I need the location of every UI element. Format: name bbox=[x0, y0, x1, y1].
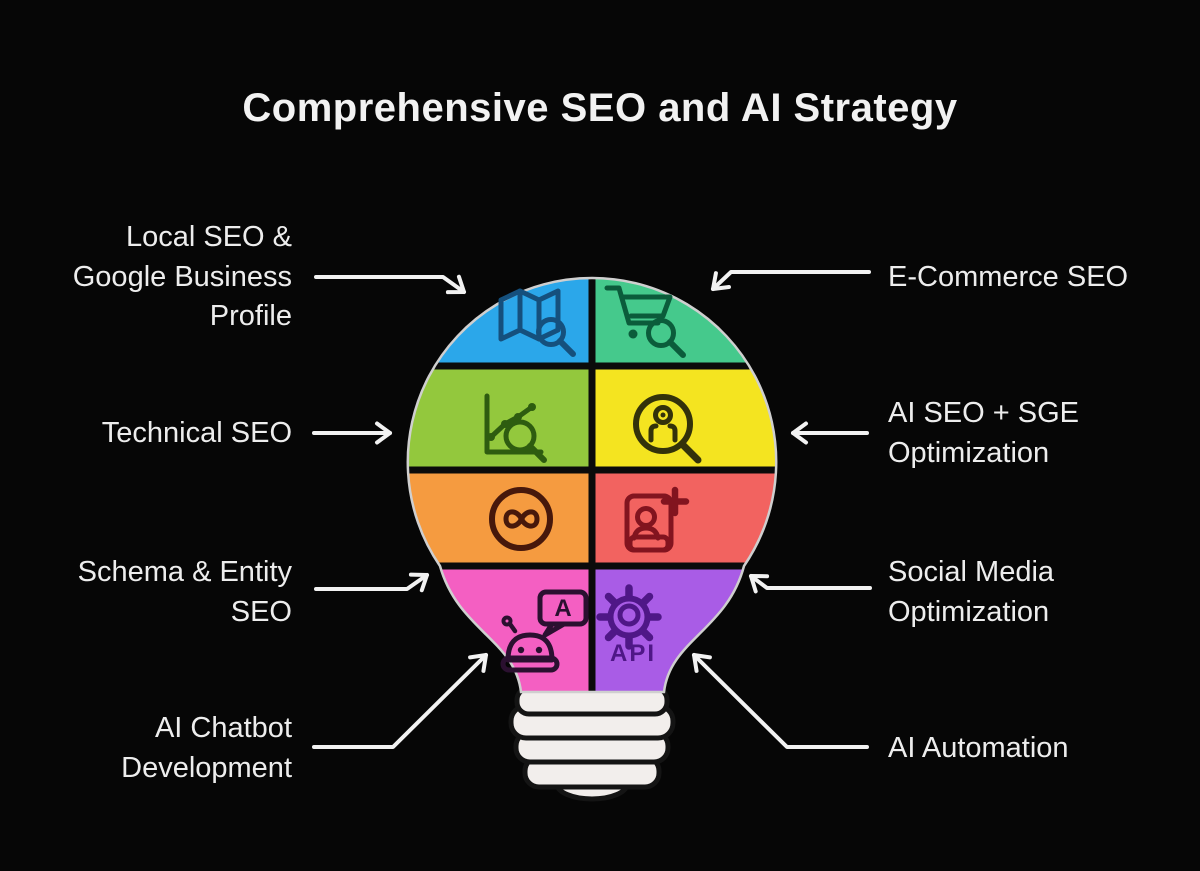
label-line: Technical SEO bbox=[101, 417, 292, 449]
api-label: API bbox=[610, 640, 656, 667]
label-line: Google Business bbox=[72, 260, 292, 293]
label-line: Schema & Entity bbox=[77, 556, 292, 588]
chatbot-icon: A bbox=[500, 589, 589, 673]
label-line: Development bbox=[121, 751, 292, 784]
robot-search-icon bbox=[633, 394, 702, 464]
bulb-outline bbox=[406, 276, 778, 694]
label-line: SEO bbox=[230, 595, 292, 628]
gear-api-icon: API bbox=[596, 584, 662, 667]
label-line: AI Chatbot bbox=[154, 712, 292, 744]
label-ecommerce-seo: E-Commerce SEO bbox=[888, 258, 1128, 298]
map-search-icon bbox=[498, 288, 576, 357]
bulb-base bbox=[508, 685, 676, 802]
label-line: AI Automation bbox=[888, 732, 1069, 764]
segment-ecommerce-seo bbox=[592, 277, 777, 366]
arrow-ai-automation bbox=[692, 653, 869, 749]
segment-dividers bbox=[407, 277, 777, 692]
label-social-media-optimization: Social Media Optimization bbox=[888, 553, 1054, 632]
chart-search-icon bbox=[484, 393, 547, 463]
label-line: Social Media bbox=[888, 556, 1055, 588]
label-technical-seo: Technical SEO bbox=[102, 414, 292, 454]
cart-search-icon bbox=[604, 285, 686, 358]
segment-social-media bbox=[592, 470, 777, 566]
arrow-schema-entity-seo bbox=[314, 572, 429, 593]
label-schema-entity-seo: Schema & Entity SEO bbox=[78, 553, 292, 632]
arrow-social-media bbox=[749, 574, 872, 594]
link-sync-icon bbox=[489, 487, 553, 551]
label-line: Optimization bbox=[888, 595, 1050, 628]
label-line: Local SEO & bbox=[125, 221, 292, 253]
label-line: E-Commerce SEO bbox=[888, 261, 1129, 293]
label-line: Optimization bbox=[888, 436, 1050, 469]
connector-arrows bbox=[312, 270, 872, 749]
label-line: Profile bbox=[209, 300, 292, 332]
add-contact-icon bbox=[624, 486, 690, 553]
arrow-ai-chatbot bbox=[312, 653, 488, 749]
segment-schema-entity bbox=[407, 470, 592, 566]
label-line: AI SEO + SGE bbox=[888, 397, 1079, 429]
arrow-local-seo bbox=[314, 274, 466, 295]
label-ai-automation: AI Automation bbox=[888, 729, 1069, 769]
label-ai-chatbot-development: AI Chatbot Development bbox=[121, 709, 292, 788]
label-local-seo-google-business-profile: Local SEO & Google Business Profile bbox=[73, 218, 292, 337]
segment-ai-seo-sge bbox=[592, 366, 777, 470]
arrow-ecommerce-seo bbox=[711, 270, 871, 291]
segment-ai-automation bbox=[592, 566, 777, 692]
chatbot-bubble-letter: A bbox=[554, 595, 571, 622]
label-ai-seo-sge-optimization: AI SEO + SGE Optimization bbox=[888, 394, 1079, 473]
page-title: Comprehensive SEO and AI Strategy bbox=[242, 86, 958, 130]
